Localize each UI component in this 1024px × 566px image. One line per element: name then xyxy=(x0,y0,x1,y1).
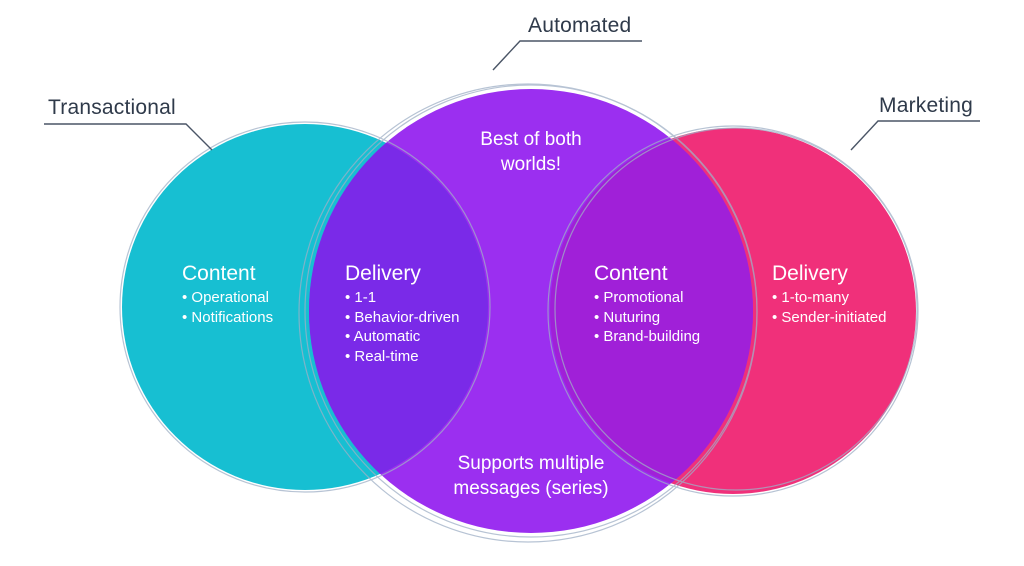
transactional-content-heading: Content xyxy=(182,262,256,285)
leader-lines xyxy=(44,40,980,151)
transactional-label: Transactional xyxy=(48,96,176,119)
transactional-leader-line xyxy=(44,123,213,151)
automated-label: Automated xyxy=(528,14,632,37)
best-of-both-text: Best of both worlds! xyxy=(431,127,631,177)
supports-multiple-text: Supports multiple messages (series) xyxy=(411,451,651,501)
supports-multiple-line2: messages (series) xyxy=(453,478,609,499)
automated-marketing-overlap xyxy=(550,128,753,494)
list-item: • Brand-building xyxy=(594,328,701,345)
automated-delivery-heading: Delivery xyxy=(345,262,421,285)
list-item: • Real-time xyxy=(345,347,419,365)
automated-content-heading: Content xyxy=(594,262,668,285)
list-item: • Operational xyxy=(182,289,269,306)
list-item: • Promotional xyxy=(594,289,684,306)
list-item: • Notifications xyxy=(182,308,274,326)
list-item: • Sender-initiated xyxy=(772,308,887,326)
marketing-label: Marketing xyxy=(879,94,974,117)
automated-leader-line xyxy=(492,40,642,71)
automated-delivery-block: Delivery • 1-1 • Behavior-driven • Autom… xyxy=(345,262,459,366)
list-item: • 1-1 xyxy=(345,289,377,306)
list-item: • Nuturing xyxy=(594,308,661,326)
transactional-automated-overlap xyxy=(309,124,488,490)
marketing-leader-line xyxy=(850,120,980,151)
list-item: • Behavior-driven xyxy=(345,308,460,326)
transactional-content-block: Content • Operational • Notifications xyxy=(182,262,273,327)
list-item: • Automatic xyxy=(345,328,421,345)
marketing-delivery-heading: Delivery xyxy=(772,262,848,285)
supports-multiple-line1: Supports multiple xyxy=(457,453,605,474)
automated-content-block: Content • Promotional • Nuturing • Brand… xyxy=(594,262,700,347)
best-of-both-line2: worlds! xyxy=(500,154,562,175)
best-of-both-line1: Best of both xyxy=(480,129,582,150)
marketing-delivery-block: Delivery • 1-to-many • Sender-initiated xyxy=(772,262,887,327)
circle-outlines xyxy=(119,83,919,543)
list-item: • 1-to-many xyxy=(772,289,849,306)
